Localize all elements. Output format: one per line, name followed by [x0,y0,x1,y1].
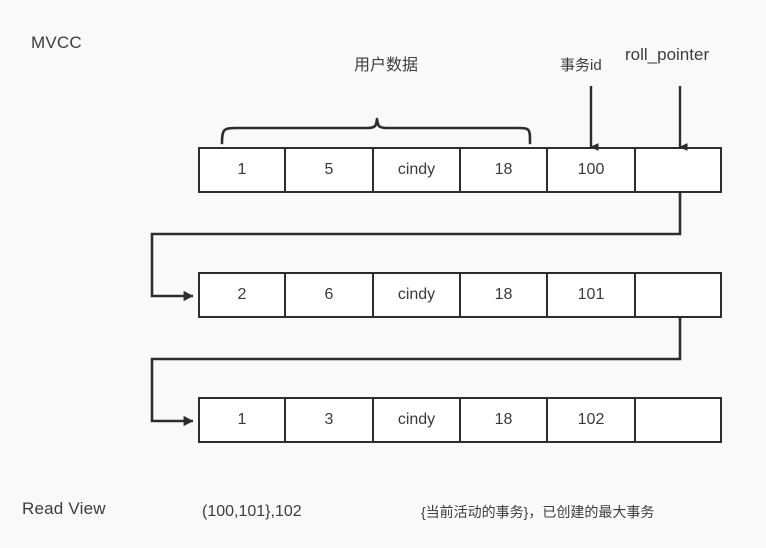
label-roll-pointer: roll_pointer [625,45,710,64]
table-row: 1 5 cindy 18 100 [198,147,722,193]
row-cell-id: 1 [200,149,286,191]
user-data-brace [220,117,532,145]
read-view-value: (100,101},102 [202,503,302,520]
table-row: 2 6 cindy 18 101 [198,272,722,318]
row-cell-name: cindy [374,399,461,441]
row-cell-name: cindy [374,149,461,191]
row-cell-trx-id: 102 [548,399,636,441]
row-cell-id: 2 [200,274,286,316]
row-cell-trx-id: 101 [548,274,636,316]
row-cell-id: 1 [200,399,286,441]
read-view-title: Read View [22,499,106,518]
page-title: MVCC [31,33,82,52]
row-cell-col4: 18 [461,399,548,441]
label-user-data: 用户数据 [354,57,419,74]
row-cell-trx-id: 100 [548,149,636,191]
row-cell-name: cindy [374,274,461,316]
row-cell-age: 5 [286,149,374,191]
read-view-note: {当前活动的事务}，已创建的最大事务 [421,504,655,520]
label-trx-id: 事务id [560,57,602,74]
row-cell-age: 6 [286,274,374,316]
row-cell-col4: 18 [461,274,548,316]
row-cell-roll-ptr [636,149,720,191]
row-cell-roll-ptr [636,274,720,316]
row-cell-col4: 18 [461,149,548,191]
row-cell-age: 3 [286,399,374,441]
table-row: 1 3 cindy 18 102 [198,397,722,443]
row-cell-roll-ptr [636,399,720,441]
